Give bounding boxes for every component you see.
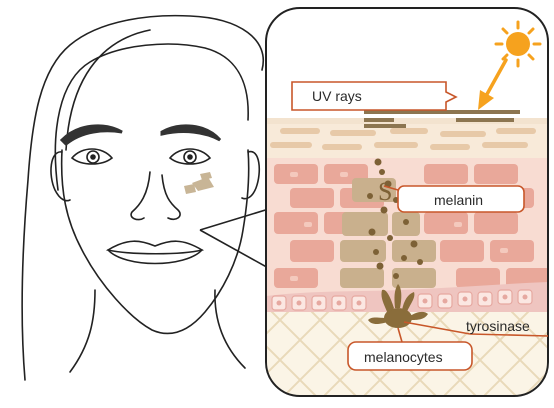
hair-inner — [55, 44, 248, 190]
right-eyebrow — [162, 126, 220, 140]
melanin-label: melanin — [434, 192, 483, 208]
face-illustration — [22, 16, 263, 380]
right-ear — [242, 152, 259, 199]
cheek-pigment-spots — [184, 172, 214, 194]
left-ear — [51, 152, 70, 201]
neck-right — [215, 290, 245, 368]
upper-lip — [108, 241, 202, 254]
melanocytes-label: melanocytes — [364, 349, 443, 365]
uv-rays-label: UV rays — [312, 88, 362, 104]
left-pupil — [90, 154, 96, 160]
left-eyebrow — [62, 126, 122, 144]
callout-pointer — [200, 208, 272, 270]
right-pupil — [187, 154, 193, 160]
tyrosinase-label: tyrosinase — [466, 318, 530, 334]
sun-icon — [496, 22, 540, 66]
nose — [131, 172, 180, 220]
melanin-glyph: S — [378, 177, 392, 206]
neck-left — [70, 290, 95, 372]
